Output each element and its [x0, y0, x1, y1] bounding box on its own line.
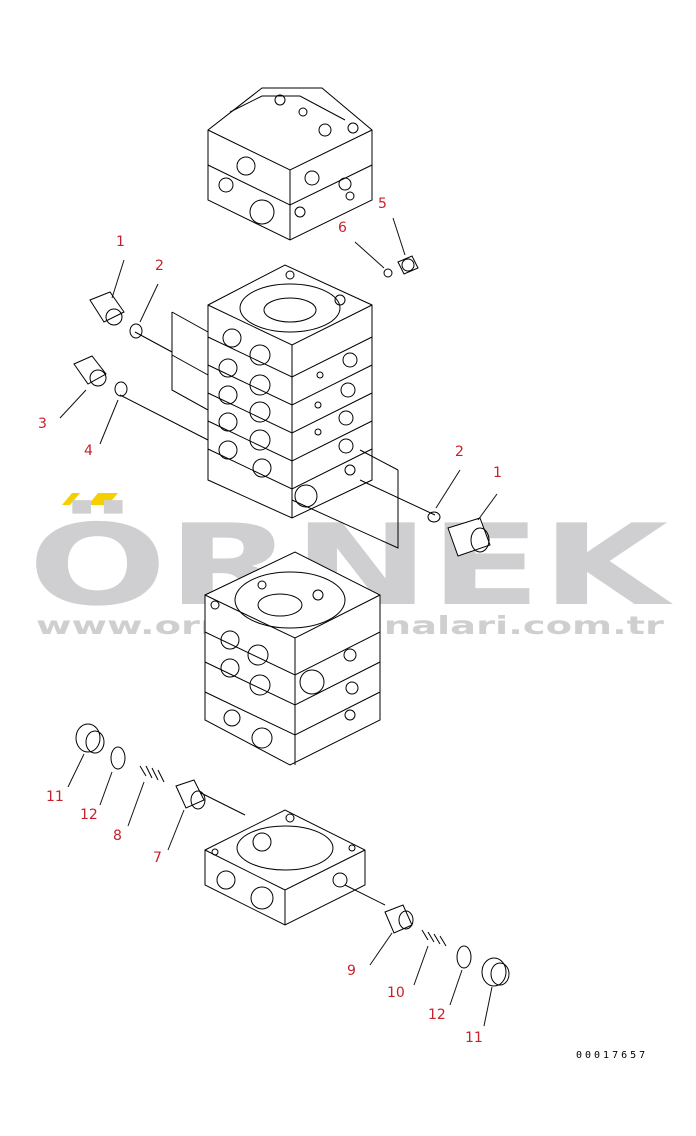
callouts: 1 2 6 5 3 4 2 1 11 12 8 7 9 10 12 11: [38, 196, 502, 1046]
callout-4: 4: [84, 443, 93, 459]
part-o-ring-right: [427, 511, 441, 523]
callout-7: 7: [153, 850, 162, 866]
callout-12-left: 12: [80, 807, 98, 823]
part-plug-left-upper: [89, 291, 125, 326]
part-o-ring-left-upper: [129, 323, 143, 339]
callout-9: 9: [347, 963, 356, 979]
callout-3: 3: [38, 416, 47, 432]
top-cover-block: [207, 87, 373, 241]
callout-11-right: 11: [465, 1030, 483, 1046]
callout-5: 5: [378, 196, 387, 212]
part-piston-left: [175, 779, 206, 810]
leader-lines: [59, 217, 498, 1027]
part-o-ring-top-right: [383, 268, 393, 278]
bottom-end-cover: [194, 789, 386, 926]
part-o-ring-bottom-left: [110, 746, 126, 770]
drawing-code: 00017657: [576, 1050, 648, 1061]
callout-2-upper-left: 2: [155, 258, 164, 274]
part-plug-bottom-left: [75, 723, 105, 754]
valve-stack-lower: [204, 551, 381, 766]
callout-11-left: 11: [46, 789, 64, 805]
part-plug-top-right: [397, 255, 419, 275]
part-plug-left-lower: [73, 355, 107, 387]
part-o-ring-bottom-right: [456, 945, 472, 969]
part-spring-right: [421, 929, 447, 947]
callout-6: 6: [338, 220, 347, 236]
callout-12-right: 12: [428, 1007, 446, 1023]
callout-2-right: 2: [455, 444, 464, 460]
part-piston-right: [384, 904, 414, 934]
callout-10: 10: [387, 985, 405, 1001]
part-o-ring-left-lower: [114, 381, 128, 397]
callout-8: 8: [113, 828, 122, 844]
valve-stack-upper: [207, 264, 373, 519]
callout-1-right: 1: [493, 465, 502, 481]
part-plug-bottom-right: [481, 957, 510, 987]
part-spring-left: [139, 765, 165, 783]
part-plug-right: [447, 517, 491, 557]
callout-1-upper-left: 1: [116, 234, 125, 250]
